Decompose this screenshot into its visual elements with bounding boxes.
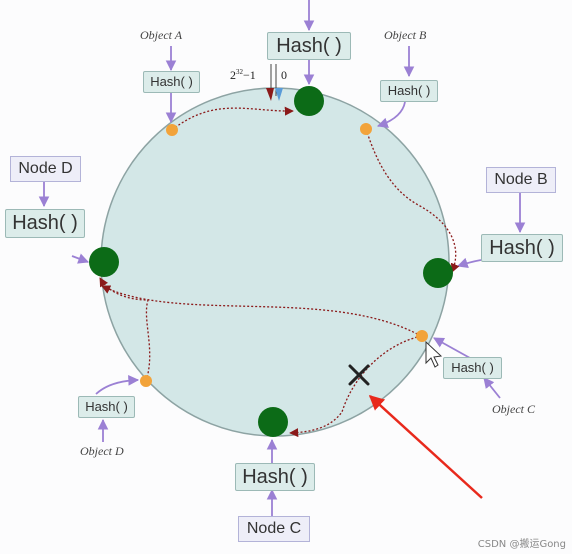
hash-ring [100,87,450,437]
ring-end-arrowhead [266,88,274,101]
node-d-dot [89,247,119,277]
ring-zero-label: 0 [281,68,287,82]
object-c-dot [416,330,428,342]
object-b-dot [360,123,372,135]
object-a-dot [166,124,178,136]
watermark: CSDN @搬运Gong [477,539,566,550]
removed-node-x-icon [348,364,370,386]
node-c-dot [258,407,288,437]
object-d-dot [140,375,152,387]
hash-box-object-b: Hash( ) [380,80,438,102]
ring-start-arrowhead [275,88,283,101]
node-b-dot [423,258,453,288]
hash-box-object-c: Hash( ) [443,357,502,379]
object-d-label: Object D [80,444,124,458]
ring-base: 2 [230,68,236,82]
input-arrows [38,0,526,516]
object-a-label: Object A [140,28,183,42]
node-c-label: Node C [238,516,310,542]
mapping-paths [99,106,460,438]
hash-box-node-b: Hash( ) [481,234,563,262]
hash-box-object-a: Hash( ) [143,71,200,93]
node-a-dot [294,86,324,116]
node-b-label: Node B [486,167,556,193]
hash-box-node-d: Hash( ) [5,209,85,238]
mouse-cursor-icon [425,340,443,368]
hash-box-top: Hash( ) [267,32,351,60]
red-pointer-arrow [368,394,483,499]
ring-max-suffix: −1 [243,68,256,82]
object-b-label: Object B [384,28,427,42]
node-d-label: Node D [10,156,81,182]
ring-max-label: 232−1 [230,68,256,83]
ring-exponent: 32 [236,68,243,76]
hash-box-node-c: Hash( ) [235,463,315,491]
hash-box-object-d: Hash( ) [78,396,135,418]
object-c-label: Object C [492,402,535,416]
